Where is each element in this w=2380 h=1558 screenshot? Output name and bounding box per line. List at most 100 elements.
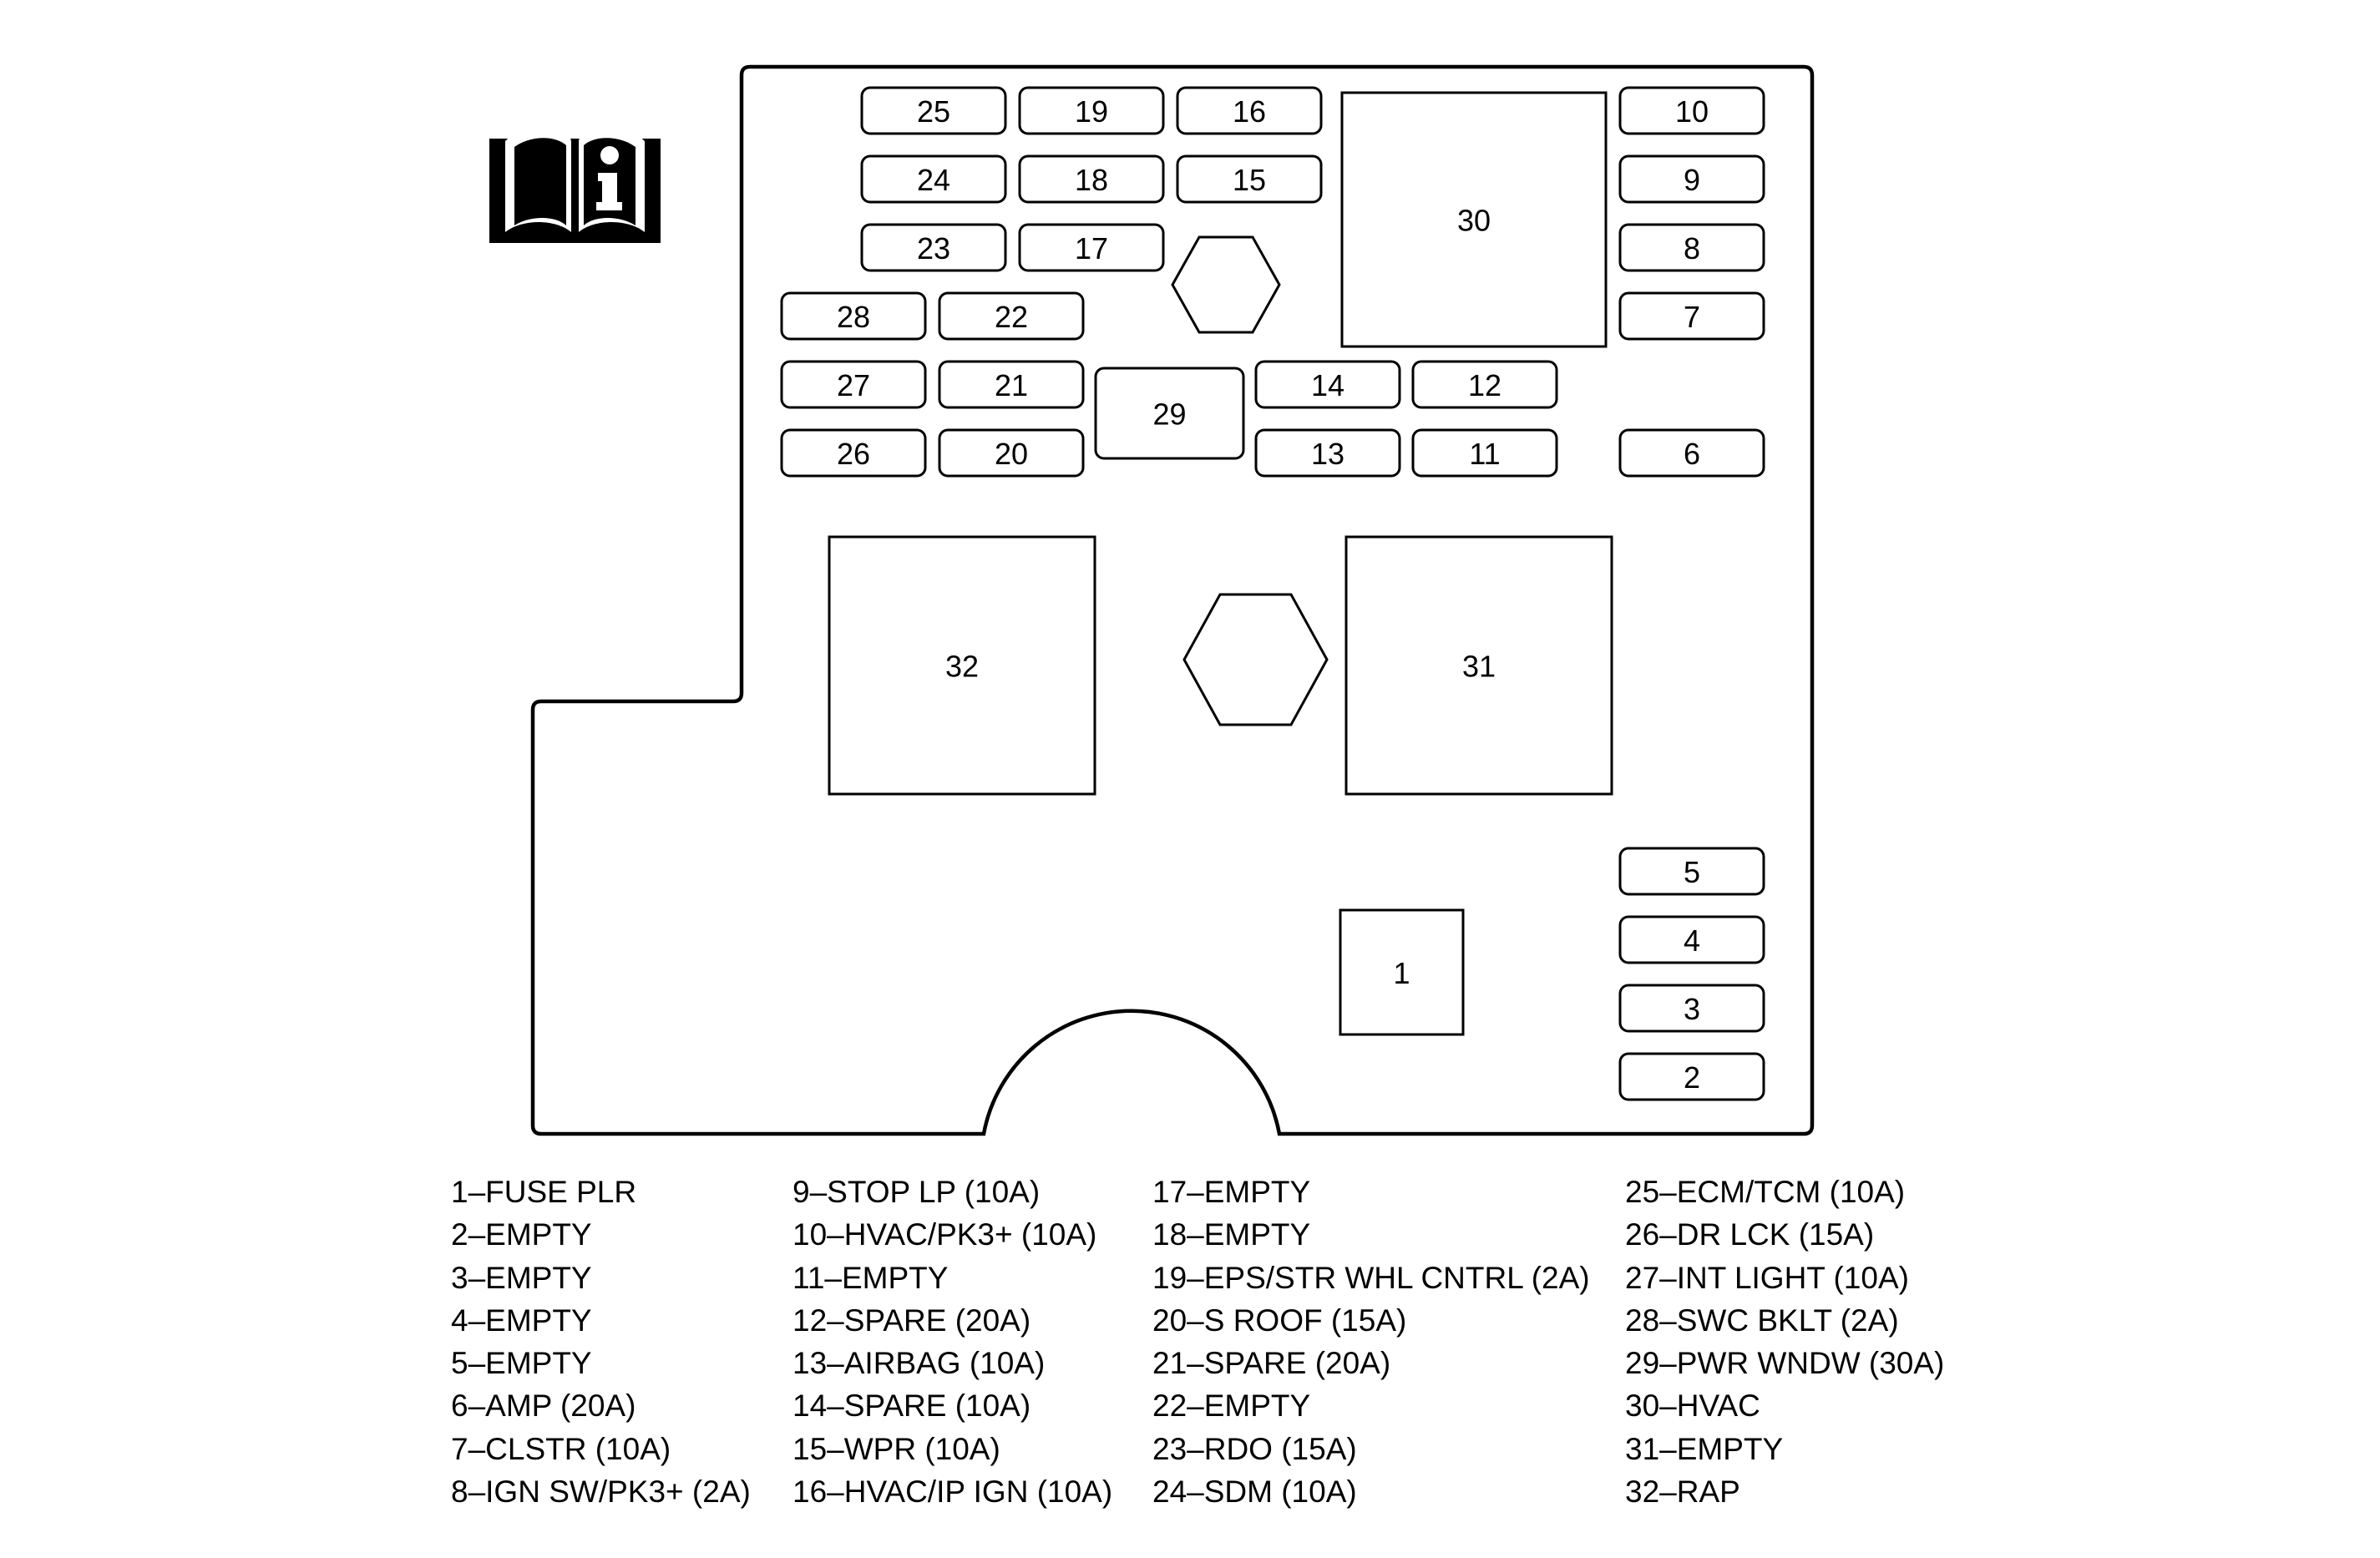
- legend-item: 30–HVAC: [1625, 1389, 1760, 1424]
- legend-item: 14–SPARE (10A): [792, 1389, 1031, 1424]
- legend-item: 7–CLSTR (10A): [451, 1431, 671, 1466]
- fuse-5-outline: [1618, 847, 1765, 896]
- legend-item: 3–EMPTY: [451, 1260, 592, 1295]
- legend-item: 20–S ROOF (15A): [1152, 1303, 1407, 1338]
- fuse-22-number: 22: [995, 300, 1028, 334]
- fuse-27: 27: [780, 360, 927, 409]
- legend-item: 11–EMPTY: [792, 1260, 949, 1295]
- fuse-26-outline: [780, 428, 927, 478]
- fuse-21-number: 21: [995, 368, 1028, 402]
- fuse-3: 3: [1618, 984, 1765, 1033]
- fuse-11-outline: [1411, 428, 1558, 478]
- fuse-30-outline: [1340, 91, 1608, 348]
- fuse-10: 10: [1618, 86, 1765, 135]
- fuse-31-number: 31: [1462, 650, 1496, 684]
- fuse-7-outline: [1618, 291, 1765, 341]
- fuse-6: 6: [1618, 428, 1765, 478]
- fuse-7-number: 7: [1684, 300, 1700, 334]
- fuse-30: 30: [1340, 91, 1608, 348]
- fuse-28: 28: [780, 291, 927, 341]
- legend-item: 21–SPARE (20A): [1152, 1346, 1391, 1381]
- fuse-10-number: 10: [1675, 94, 1709, 129]
- fuse-18: 18: [1018, 154, 1165, 204]
- fuse-9-number: 9: [1684, 163, 1700, 197]
- fuse-27-number: 27: [837, 368, 870, 402]
- fuse-29-number: 29: [1152, 397, 1186, 432]
- legend-item: 15–WPR (10A): [792, 1431, 1000, 1466]
- fuse-17-number: 17: [1075, 231, 1108, 266]
- fuse-1-outline: [1339, 908, 1465, 1036]
- legend-item: 1–FUSE PLR: [451, 1175, 637, 1209]
- fuse-25-number: 25: [917, 94, 950, 129]
- fuse-14: 14: [1254, 360, 1401, 409]
- fuse-14-outline: [1254, 360, 1401, 409]
- fuse-4-number: 4: [1684, 923, 1700, 958]
- owners-manual-info-icon: [489, 126, 661, 243]
- fuse-20-outline: [938, 428, 1085, 478]
- fuse-14-number: 14: [1311, 368, 1344, 402]
- fuse-17: 17: [1018, 223, 1165, 272]
- fuse-31: 31: [1344, 535, 1613, 796]
- fuse-10-outline: [1618, 86, 1765, 135]
- legend-item: 12–SPARE (20A): [792, 1303, 1031, 1338]
- fuse-block-outline: [530, 64, 1815, 1136]
- legend-item: 2–EMPTY: [451, 1217, 592, 1252]
- fuse-16: 16: [1176, 86, 1323, 135]
- fuse-16-outline: [1176, 86, 1323, 135]
- fuse-4: 4: [1618, 915, 1765, 964]
- fuse-13-number: 13: [1311, 437, 1344, 471]
- legend-item: 4–EMPTY: [451, 1303, 592, 1338]
- fuse-15-outline: [1176, 154, 1323, 204]
- fuse-28-outline: [780, 291, 927, 341]
- legend-item: 18–EMPTY: [1152, 1217, 1311, 1252]
- fuse-1: 1: [1339, 908, 1465, 1036]
- fuse-1-number: 1: [1393, 956, 1410, 990]
- fuse-24: 24: [860, 154, 1007, 204]
- fuse-21-outline: [938, 360, 1085, 409]
- fuse-18-outline: [1018, 154, 1165, 204]
- fuse-12: 12: [1411, 360, 1558, 409]
- fuse-9: 9: [1618, 154, 1765, 204]
- fuse-29: 29: [1094, 367, 1245, 460]
- fuse-11: 11: [1411, 428, 1558, 478]
- fuse-2-outline: [1618, 1052, 1765, 1101]
- fuse-23-number: 23: [917, 231, 950, 266]
- fuse-32-outline: [828, 535, 1096, 796]
- fuse-31-outline: [1344, 535, 1613, 796]
- fuse-20: 20: [938, 428, 1085, 478]
- fuse-19-outline: [1018, 86, 1165, 135]
- fuse-23: 23: [860, 223, 1007, 272]
- legend-item: 25–ECM/TCM (10A): [1625, 1175, 1906, 1209]
- legend-item: 13–AIRBAG (10A): [792, 1346, 1046, 1381]
- fuse-13-outline: [1254, 428, 1401, 478]
- fuse-32-number: 32: [945, 650, 979, 684]
- legend-item: 22–EMPTY: [1152, 1389, 1311, 1424]
- fuse-19-number: 19: [1075, 94, 1108, 129]
- fuse-4-outline: [1618, 915, 1765, 964]
- fuse-12-outline: [1411, 360, 1558, 409]
- fuse-25: 25: [860, 86, 1007, 135]
- legend-item: 24–SDM (10A): [1152, 1475, 1357, 1510]
- legend-item: 31–EMPTY: [1625, 1431, 1784, 1466]
- legend-item: 16–HVAC/IP IGN (10A): [792, 1475, 1113, 1510]
- legend-item: 32–RAP: [1625, 1475, 1740, 1510]
- fuse-13: 13: [1254, 428, 1401, 478]
- legend-item: 27–INT LIGHT (10A): [1625, 1260, 1909, 1295]
- fuse-22-outline: [938, 291, 1085, 341]
- fuse-11-number: 11: [1469, 437, 1500, 471]
- fuse-26: 26: [780, 428, 927, 478]
- fuse-12-number: 12: [1468, 368, 1501, 402]
- legend-item: 26–DR LCK (15A): [1625, 1217, 1875, 1252]
- fuse-30-number: 30: [1457, 204, 1491, 238]
- fuse-32: 32: [828, 535, 1096, 796]
- fuse-23-outline: [860, 223, 1007, 272]
- fuse-19: 19: [1018, 86, 1165, 135]
- legend-item: 17–EMPTY: [1152, 1175, 1311, 1209]
- fuse-25-outline: [860, 86, 1007, 135]
- fuse-2: 2: [1618, 1052, 1765, 1101]
- fuse-3-outline: [1618, 984, 1765, 1033]
